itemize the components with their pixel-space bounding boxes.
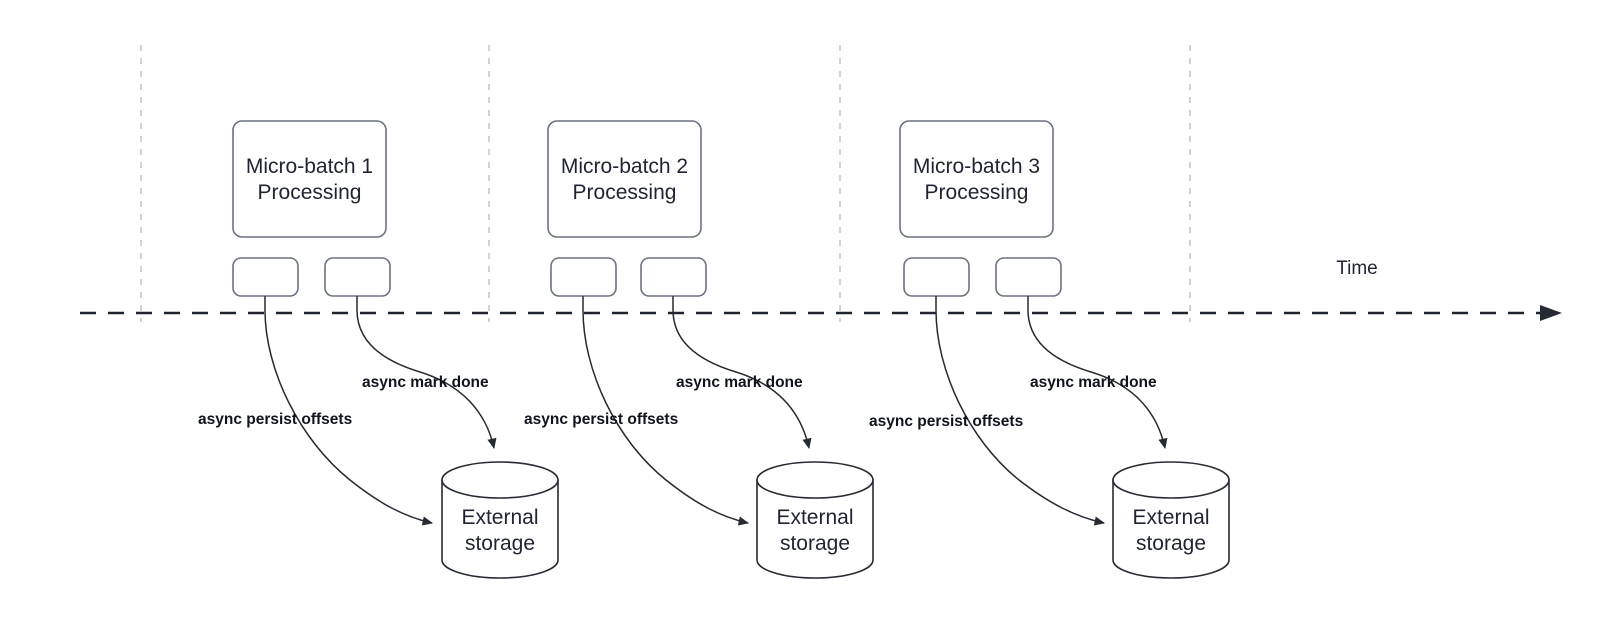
async-mark-done-edge-2 — [672, 296, 812, 450]
async-persist-offsets-edge-3 — [935, 296, 1106, 526]
storage-label-line1: External — [776, 506, 853, 529]
task-box-mark-done-1[interactable] — [324, 257, 391, 297]
storage-cylinder-top-2 — [756, 461, 874, 499]
storage-label-line1: External — [1132, 506, 1209, 529]
task-box-persist-1[interactable] — [232, 257, 299, 297]
async-persist-offsets-edge-1 — [264, 296, 434, 526]
task-box-persist-3[interactable] — [903, 257, 970, 297]
process-box-label-line2: Processing — [925, 181, 1029, 204]
storage-label-line2: storage — [465, 532, 535, 555]
async-mark-done-edge-1 — [356, 296, 497, 450]
storage-cylinder-body-3[interactable] — [1112, 479, 1230, 579]
storage-cylinder-body-1[interactable] — [441, 479, 559, 579]
process-box-label-line1: Micro-batch 2 — [561, 155, 688, 178]
process-box-label-line2: Processing — [258, 181, 362, 204]
storage-label-line1: External — [461, 506, 538, 529]
async-persist-offsets-label-1: async persist offsets — [198, 411, 352, 428]
task-box-mark-done-3[interactable] — [995, 257, 1062, 297]
storage-cylinder-body-2[interactable] — [756, 479, 874, 579]
task-box-mark-done-2[interactable] — [640, 257, 707, 297]
async-mark-done-label-1: async mark done — [362, 374, 489, 391]
time-axis-label: Time — [1336, 258, 1378, 279]
process-box-3[interactable] — [899, 120, 1054, 238]
task-box-persist-2[interactable] — [550, 257, 617, 297]
async-persist-offsets-edge-2 — [582, 296, 750, 526]
storage-cylinder-top-1 — [441, 461, 559, 499]
storage-label-line2: storage — [1136, 532, 1206, 555]
timeline-arrowhead — [1540, 305, 1562, 321]
process-box-label-line2: Processing — [573, 181, 677, 204]
process-box-1[interactable] — [232, 120, 387, 238]
async-mark-done-label-3: async mark done — [1030, 374, 1157, 391]
async-persist-offsets-label-3: async persist offsets — [869, 413, 1023, 430]
storage-label-line2: storage — [780, 532, 850, 555]
async-mark-done-edge-3 — [1027, 296, 1168, 450]
process-box-label-line1: Micro-batch 3 — [913, 155, 1040, 178]
async-mark-done-label-2: async mark done — [676, 374, 803, 391]
storage-cylinder-top-3 — [1112, 461, 1230, 499]
process-box-label-line1: Micro-batch 1 — [246, 155, 373, 178]
process-box-2[interactable] — [547, 120, 702, 238]
async-persist-offsets-label-2: async persist offsets — [524, 411, 678, 428]
